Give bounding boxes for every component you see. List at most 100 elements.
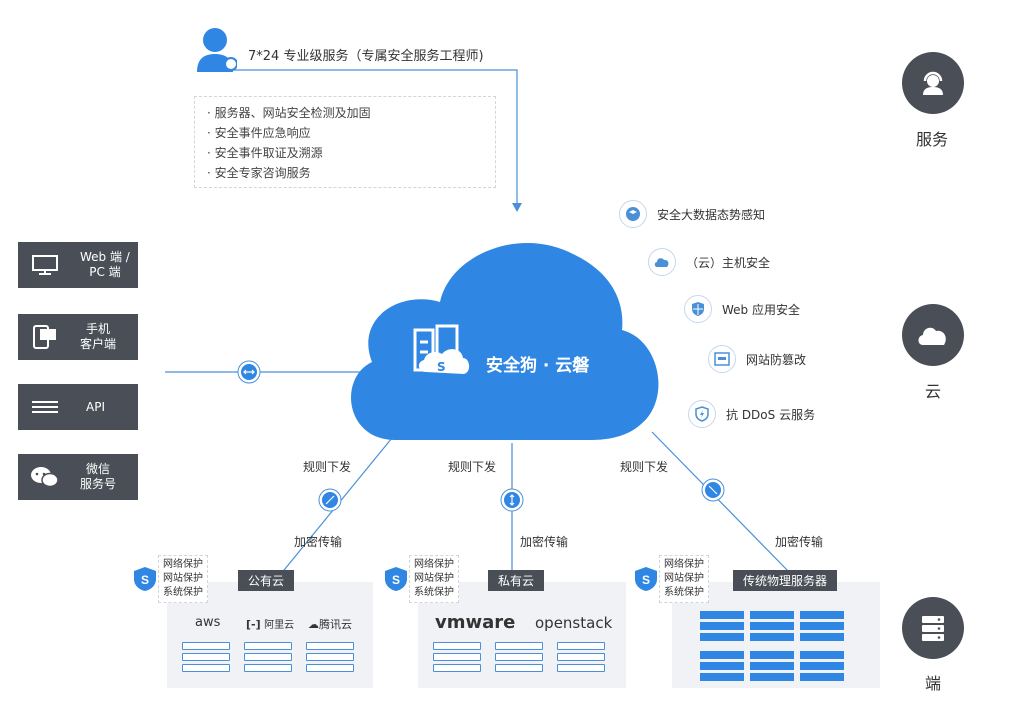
- shield-s-icon: S: [384, 566, 408, 596]
- server-unit: [750, 633, 794, 641]
- client-api: API: [18, 384, 138, 430]
- shield-s-icon: S: [634, 566, 658, 596]
- client-label: 手机: [86, 322, 111, 336]
- server-unit: [557, 664, 605, 672]
- server-unit: [182, 664, 230, 672]
- tencent-logo-text: 腾讯云: [319, 618, 352, 631]
- server-unit: [750, 673, 794, 681]
- server-unit: [700, 662, 744, 670]
- server-unit: [800, 673, 844, 681]
- server-stack-icon: [922, 616, 944, 641]
- protection-item: 网站保护: [664, 573, 704, 584]
- server-unit: [182, 653, 230, 661]
- feature-label: Web 应用安全: [722, 302, 800, 317]
- client-label: 微信: [86, 462, 111, 476]
- cloud-logo-icon: [413, 324, 470, 374]
- server-unit: [495, 664, 543, 672]
- feature-label: 抗 DDoS 云服务: [726, 407, 816, 422]
- feature-item: （云）主机安全: [648, 248, 771, 276]
- server-unit: [306, 642, 354, 650]
- protection-list: 网络保护 网站保护 系统保护: [409, 555, 459, 603]
- encrypt-label-public: 加密传输: [294, 535, 343, 549]
- server-unit: [750, 662, 794, 670]
- physical-server-connector: [651, 431, 793, 576]
- protection-item: 系统保护: [414, 587, 454, 598]
- server-unit: [700, 611, 744, 619]
- engineer-avatar-icon: [193, 24, 238, 72]
- server-unit: [244, 653, 292, 661]
- encrypt-label-physical: 加密传输: [775, 535, 824, 549]
- service-side-label: 服务: [916, 130, 949, 149]
- protection-item: 网络保护: [414, 559, 454, 570]
- server-unit: [800, 611, 844, 619]
- server-unit: [306, 653, 354, 661]
- svg-text:S: S: [392, 573, 400, 587]
- cube-icon: [619, 200, 647, 228]
- mobile-phone-icon: [33, 325, 56, 349]
- rule-label-physical: 规则下发: [620, 460, 669, 474]
- service-arrowhead: [512, 203, 522, 212]
- shield-s-icon: S: [133, 566, 157, 596]
- monitor-icon: [32, 255, 58, 275]
- server-unit: [700, 633, 744, 641]
- protection-item: 网站保护: [163, 573, 203, 584]
- protection-item: 网络保护: [664, 559, 704, 570]
- server-unit: [750, 622, 794, 630]
- server-unit: [433, 664, 481, 672]
- server-unit: [182, 642, 230, 650]
- client-wechat: 微信服务号: [18, 454, 138, 500]
- service-side-icon: [902, 52, 964, 114]
- feature-label: 网站防篡改: [746, 352, 807, 367]
- cloud-small-icon: [648, 248, 676, 276]
- aliyun-logo-text: 阿里云: [264, 620, 295, 631]
- client-web-pc: Web 端 /PC 端: [18, 242, 138, 288]
- protection-item: 系统保护: [664, 587, 704, 598]
- clients-link-node: [237, 360, 261, 384]
- client-label: API: [86, 399, 105, 414]
- physical-link-node: [701, 478, 725, 502]
- service-item: 安全事件取证及溯源: [207, 143, 495, 163]
- cloud-side-label: 云: [925, 382, 942, 401]
- server-unit: [700, 651, 744, 659]
- feature-item: 安全大数据态势感知: [619, 200, 766, 228]
- service-item: 安全事件应急响应: [207, 123, 495, 143]
- server-unit: [244, 664, 292, 672]
- cloud-icon: [918, 327, 946, 345]
- private-link-node: [500, 488, 524, 512]
- wechat-icon: [31, 467, 59, 488]
- public-link-node: [318, 488, 342, 512]
- client-sublabel: PC 端: [89, 265, 121, 279]
- feature-item: 抗 DDoS 云服务: [688, 400, 816, 428]
- feature-label: 安全大数据态势感知: [657, 207, 766, 222]
- server-unit: [433, 642, 481, 650]
- cloud-logo-letter: S: [437, 360, 446, 374]
- cloud-product-name: 安全狗 · 云磐: [486, 356, 590, 376]
- aws-logo: aws: [195, 615, 221, 630]
- openstack-logo: openstack: [535, 614, 613, 632]
- client-sublabel: 客户端: [80, 337, 117, 351]
- client-label: Web 端 /: [80, 250, 130, 264]
- webpage-icon: [708, 345, 736, 373]
- feature-label: （云）主机安全: [686, 255, 771, 270]
- server-unit: [800, 662, 844, 670]
- rule-label-public: 规则下发: [303, 460, 352, 474]
- server-unit: [433, 653, 481, 661]
- service-item: 服务器、网站安全检测及加固: [207, 103, 495, 123]
- feature-item: 网站防篡改: [708, 345, 807, 373]
- central-cloud-shape: [350, 242, 659, 440]
- physical-server-tag: 传统物理服务器: [733, 570, 838, 591]
- server-unit: [306, 664, 354, 672]
- protection-item: 系统保护: [163, 587, 203, 598]
- aliyun-logo: [-] 阿里云: [246, 618, 295, 631]
- svg-text:S: S: [141, 573, 149, 587]
- public-cloud-tag: 公有云: [238, 570, 295, 591]
- server-unit: [800, 622, 844, 630]
- server-unit: [800, 651, 844, 659]
- protection-list: 网络保护 网站保护 系统保护: [659, 555, 709, 603]
- server-unit: [495, 642, 543, 650]
- shield-bolt-icon: [688, 400, 716, 428]
- vmware-logo: vmware: [435, 612, 516, 633]
- protection-item: 网络保护: [163, 559, 203, 570]
- service-list: 服务器、网站安全检测及加固 安全事件应急响应 安全事件取证及溯源 安全专家咨询服…: [194, 96, 496, 188]
